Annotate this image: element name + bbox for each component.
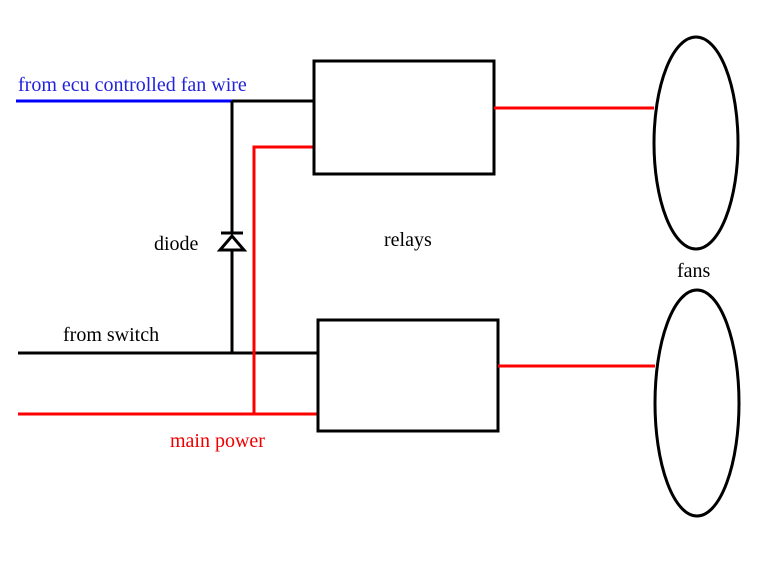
relays-label: relays [384,229,432,251]
fan-top [652,35,740,251]
main-power-riser [252,145,314,414]
relay-top [312,59,496,176]
diode-symbol [216,231,248,252]
ecu-wire-label: from ecu controlled fan wire [18,74,247,96]
diode-label: diode [154,233,199,255]
switch-label: from switch [63,324,159,346]
fan-bottom [653,288,741,518]
relay-bottom [316,318,500,433]
main-power-label: main power [170,430,265,452]
fans-label: fans [677,260,711,282]
